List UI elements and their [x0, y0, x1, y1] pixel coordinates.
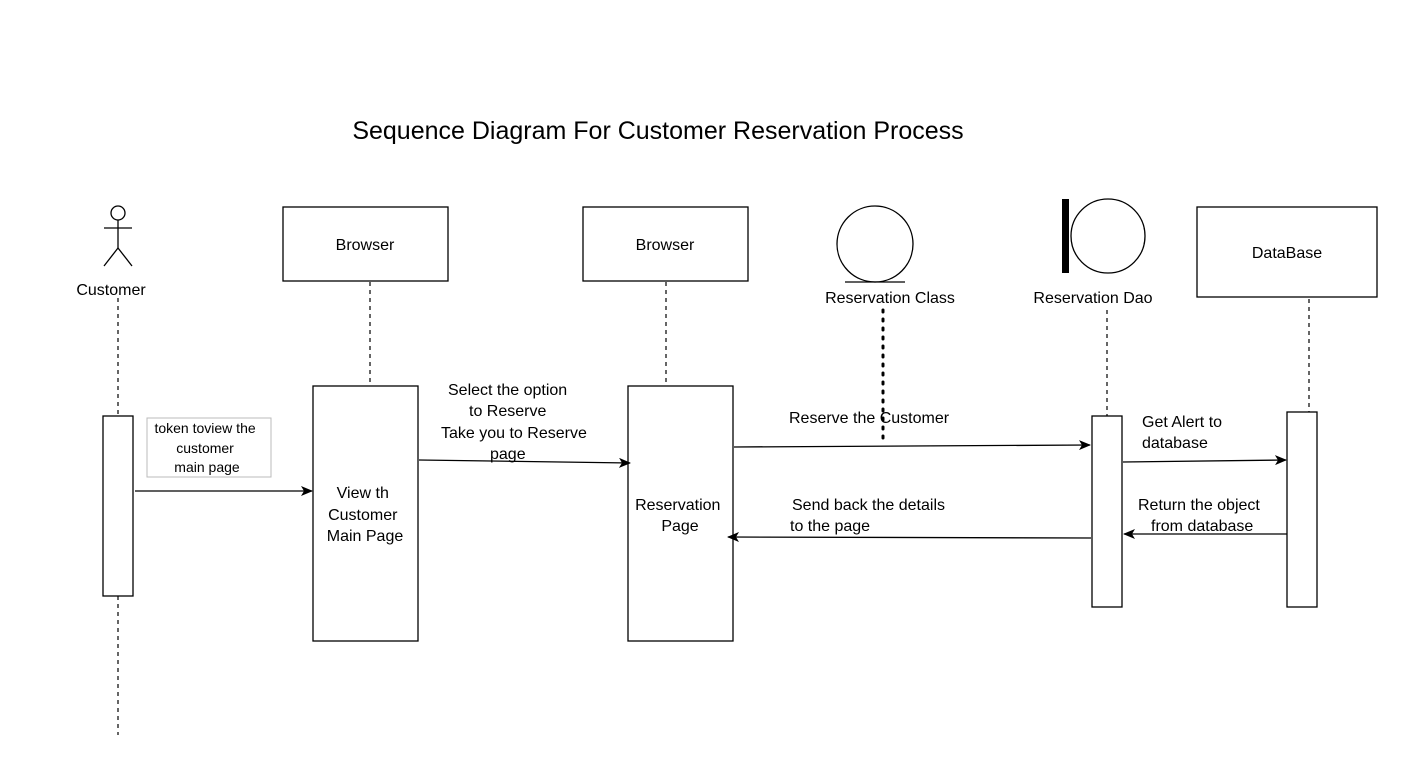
- browser-2-label: Browser: [636, 237, 695, 254]
- message-6-label: Send back the details to the page: [790, 497, 949, 535]
- message-3-arrow: [733, 440, 1091, 451]
- reservation-class-label: Reservation Class: [825, 290, 955, 307]
- reservation-page-activation: [627, 385, 734, 642]
- customer-label: Customer: [76, 282, 146, 299]
- message-1-note-box: [146, 417, 272, 478]
- message-6-arrow: [727, 532, 1092, 543]
- browser-2-box: [582, 206, 749, 282]
- customer-activation: [102, 415, 134, 597]
- main-page-activation: [312, 385, 419, 642]
- boundary-icon: [1062, 198, 1146, 274]
- database-label: DataBase: [1252, 245, 1322, 262]
- browser-1-label: Browser: [336, 237, 395, 254]
- reservation-page-label: Reservation Page: [635, 497, 725, 535]
- customer-actor-icon: [103, 205, 133, 267]
- main-page-label: View th Customer Main Page: [327, 485, 404, 545]
- diagram-title: Sequence Diagram For Customer Reservatio…: [352, 117, 963, 145]
- message-4-arrow: [1122, 455, 1287, 466]
- message-4-label: Get Alert to database: [1142, 414, 1227, 452]
- message-1-label: token toview the customer main page: [154, 420, 259, 475]
- message-3-label: Reserve the Customer: [789, 410, 950, 427]
- message-2-arrow: [418, 457, 631, 468]
- reservation-dao-label: Reservation Dao: [1033, 290, 1152, 307]
- reservation-dao-activation: [1091, 415, 1123, 608]
- database-box: [1196, 206, 1378, 298]
- entity-icon: [836, 205, 914, 283]
- database-activation: [1286, 411, 1318, 608]
- message-5-label: Return the object from database: [1138, 497, 1264, 535]
- browser-1-box: [282, 206, 449, 282]
- message-2-label: Select the option to Reserve Take you to…: [441, 382, 591, 463]
